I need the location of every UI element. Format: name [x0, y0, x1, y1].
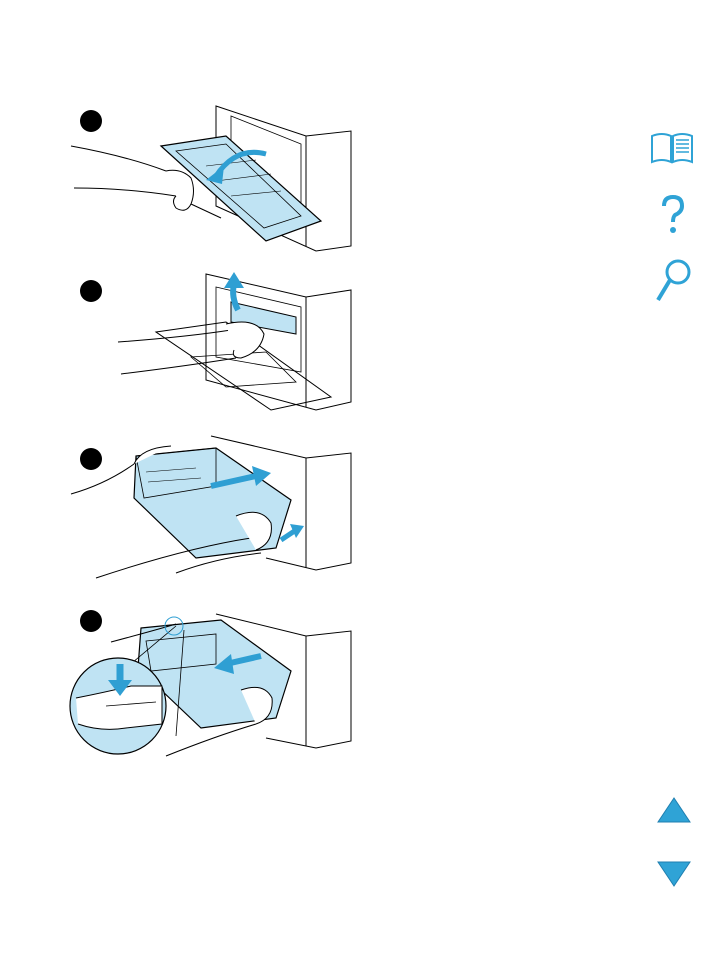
step-2-illustration — [66, 262, 356, 422]
remove-cover-drawing — [117, 272, 352, 411]
press-tray-drawing — [69, 613, 352, 757]
question-mark-icon[interactable] — [658, 194, 688, 236]
open-tray-drawing — [70, 105, 352, 252]
magnifier-icon[interactable] — [654, 258, 694, 304]
step-1-illustration — [66, 96, 356, 256]
book-icon[interactable] — [650, 130, 694, 166]
down-arrow-icon[interactable] — [656, 860, 692, 888]
step-1-number — [80, 110, 102, 132]
up-arrow-icon[interactable] — [656, 796, 692, 824]
insert-tray-drawing — [70, 435, 352, 579]
step-4-illustration — [66, 606, 356, 766]
step-3-illustration — [66, 428, 356, 588]
step-4-number — [80, 610, 102, 632]
step-3-number — [80, 448, 102, 470]
step-2-number — [80, 280, 102, 302]
